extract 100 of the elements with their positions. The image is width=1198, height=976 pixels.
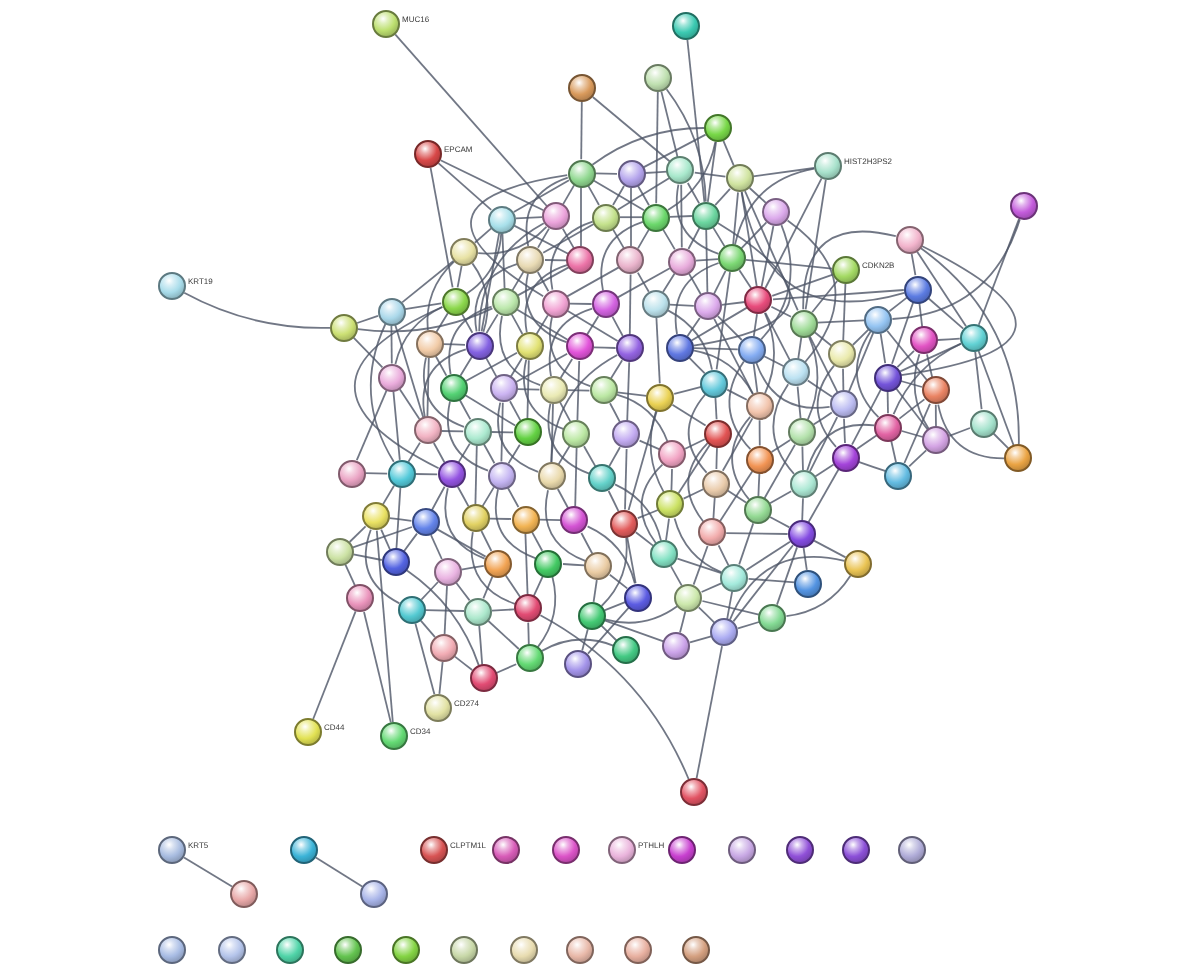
interaction-line — [616, 391, 648, 397]
interaction-line — [748, 187, 767, 204]
interaction-line — [587, 184, 600, 206]
interaction-line — [842, 283, 847, 342]
interaction-line — [542, 223, 595, 254]
interaction-line — [456, 485, 470, 508]
interaction-line — [490, 431, 515, 434]
interaction-line — [424, 609, 465, 612]
interaction-line — [516, 388, 541, 391]
interaction-line — [574, 447, 578, 508]
interaction-line — [499, 315, 542, 387]
interaction-line — [763, 312, 775, 395]
interaction-line — [814, 463, 835, 478]
interaction-line — [910, 252, 917, 277]
interaction-line — [458, 399, 472, 421]
interaction-line — [394, 306, 444, 365]
interaction-line — [690, 306, 748, 342]
interaction-line — [752, 313, 758, 337]
interaction-line — [509, 400, 522, 422]
interaction-line — [977, 218, 1020, 326]
interaction-line — [600, 536, 628, 607]
interaction-line — [465, 232, 503, 295]
interaction-line — [566, 309, 619, 342]
interaction-line — [530, 530, 544, 552]
interaction-line — [438, 661, 444, 695]
interaction-line — [806, 335, 819, 421]
interaction-line — [770, 305, 792, 318]
interaction-line — [714, 187, 731, 207]
interaction-line — [729, 556, 846, 621]
interaction-line — [355, 389, 388, 462]
interaction-line — [562, 184, 575, 206]
interaction-line — [403, 532, 418, 553]
interaction-line — [500, 401, 504, 463]
interaction-line — [624, 448, 628, 511]
interaction-line — [348, 525, 367, 543]
interaction-line — [407, 441, 421, 463]
interaction-line — [388, 517, 413, 522]
interaction-line — [627, 409, 658, 511]
interaction-line — [457, 442, 471, 464]
interaction-line — [731, 415, 752, 501]
interaction-line — [609, 402, 622, 424]
interaction-line — [426, 357, 430, 418]
interaction-line — [512, 179, 570, 213]
interaction-line — [676, 557, 723, 575]
interaction-line — [352, 336, 384, 369]
interaction-line — [714, 396, 718, 421]
interaction-line — [772, 289, 905, 301]
interaction-line — [550, 402, 554, 464]
interaction-line — [665, 88, 707, 203]
interaction-line — [420, 581, 439, 601]
interaction-line — [442, 343, 466, 346]
interaction-line — [697, 606, 716, 624]
interaction-line — [352, 553, 383, 561]
interaction-line — [769, 516, 791, 529]
interaction-line — [974, 350, 983, 411]
interaction-line — [764, 311, 791, 362]
interaction-line — [816, 364, 837, 448]
interaction-line — [716, 315, 743, 341]
interaction-line — [414, 473, 439, 476]
interaction-line — [626, 536, 637, 585]
interaction-line — [423, 356, 465, 428]
interaction-line — [908, 449, 928, 468]
interaction-line — [851, 328, 870, 346]
interaction-line — [720, 301, 746, 306]
interaction-line — [608, 573, 629, 590]
interaction-line — [538, 518, 562, 522]
interaction-line — [677, 444, 711, 494]
interaction-line — [801, 445, 804, 472]
interaction-line — [561, 227, 575, 250]
interaction-line — [513, 224, 570, 255]
interaction-line — [813, 539, 847, 559]
interaction-line — [470, 174, 569, 298]
interaction-line — [557, 444, 571, 466]
interaction-line — [916, 250, 967, 328]
interaction-line — [568, 302, 593, 305]
interaction-line — [559, 358, 574, 379]
interaction-line — [525, 272, 568, 344]
interaction-line — [603, 619, 665, 643]
interaction-line — [886, 329, 928, 381]
interaction-line — [585, 315, 600, 336]
interaction-line — [644, 170, 668, 174]
interaction-line — [802, 230, 897, 311]
interaction-line — [600, 624, 618, 642]
interaction-line — [591, 96, 672, 163]
interaction-line — [537, 227, 550, 249]
interaction-line — [637, 228, 650, 250]
interaction-line — [686, 39, 706, 203]
interaction-line — [715, 271, 731, 371]
interaction-line — [547, 402, 591, 475]
interaction-line — [526, 359, 530, 420]
interaction-line — [806, 423, 876, 472]
interaction-line — [566, 266, 620, 298]
interaction-line — [926, 353, 934, 379]
interaction-line — [717, 544, 730, 567]
interaction-line — [591, 127, 705, 166]
interaction-line — [406, 569, 480, 667]
interaction-line — [772, 383, 795, 475]
interaction-line — [688, 272, 702, 296]
interaction-line — [509, 357, 523, 378]
interaction-line — [712, 226, 726, 248]
